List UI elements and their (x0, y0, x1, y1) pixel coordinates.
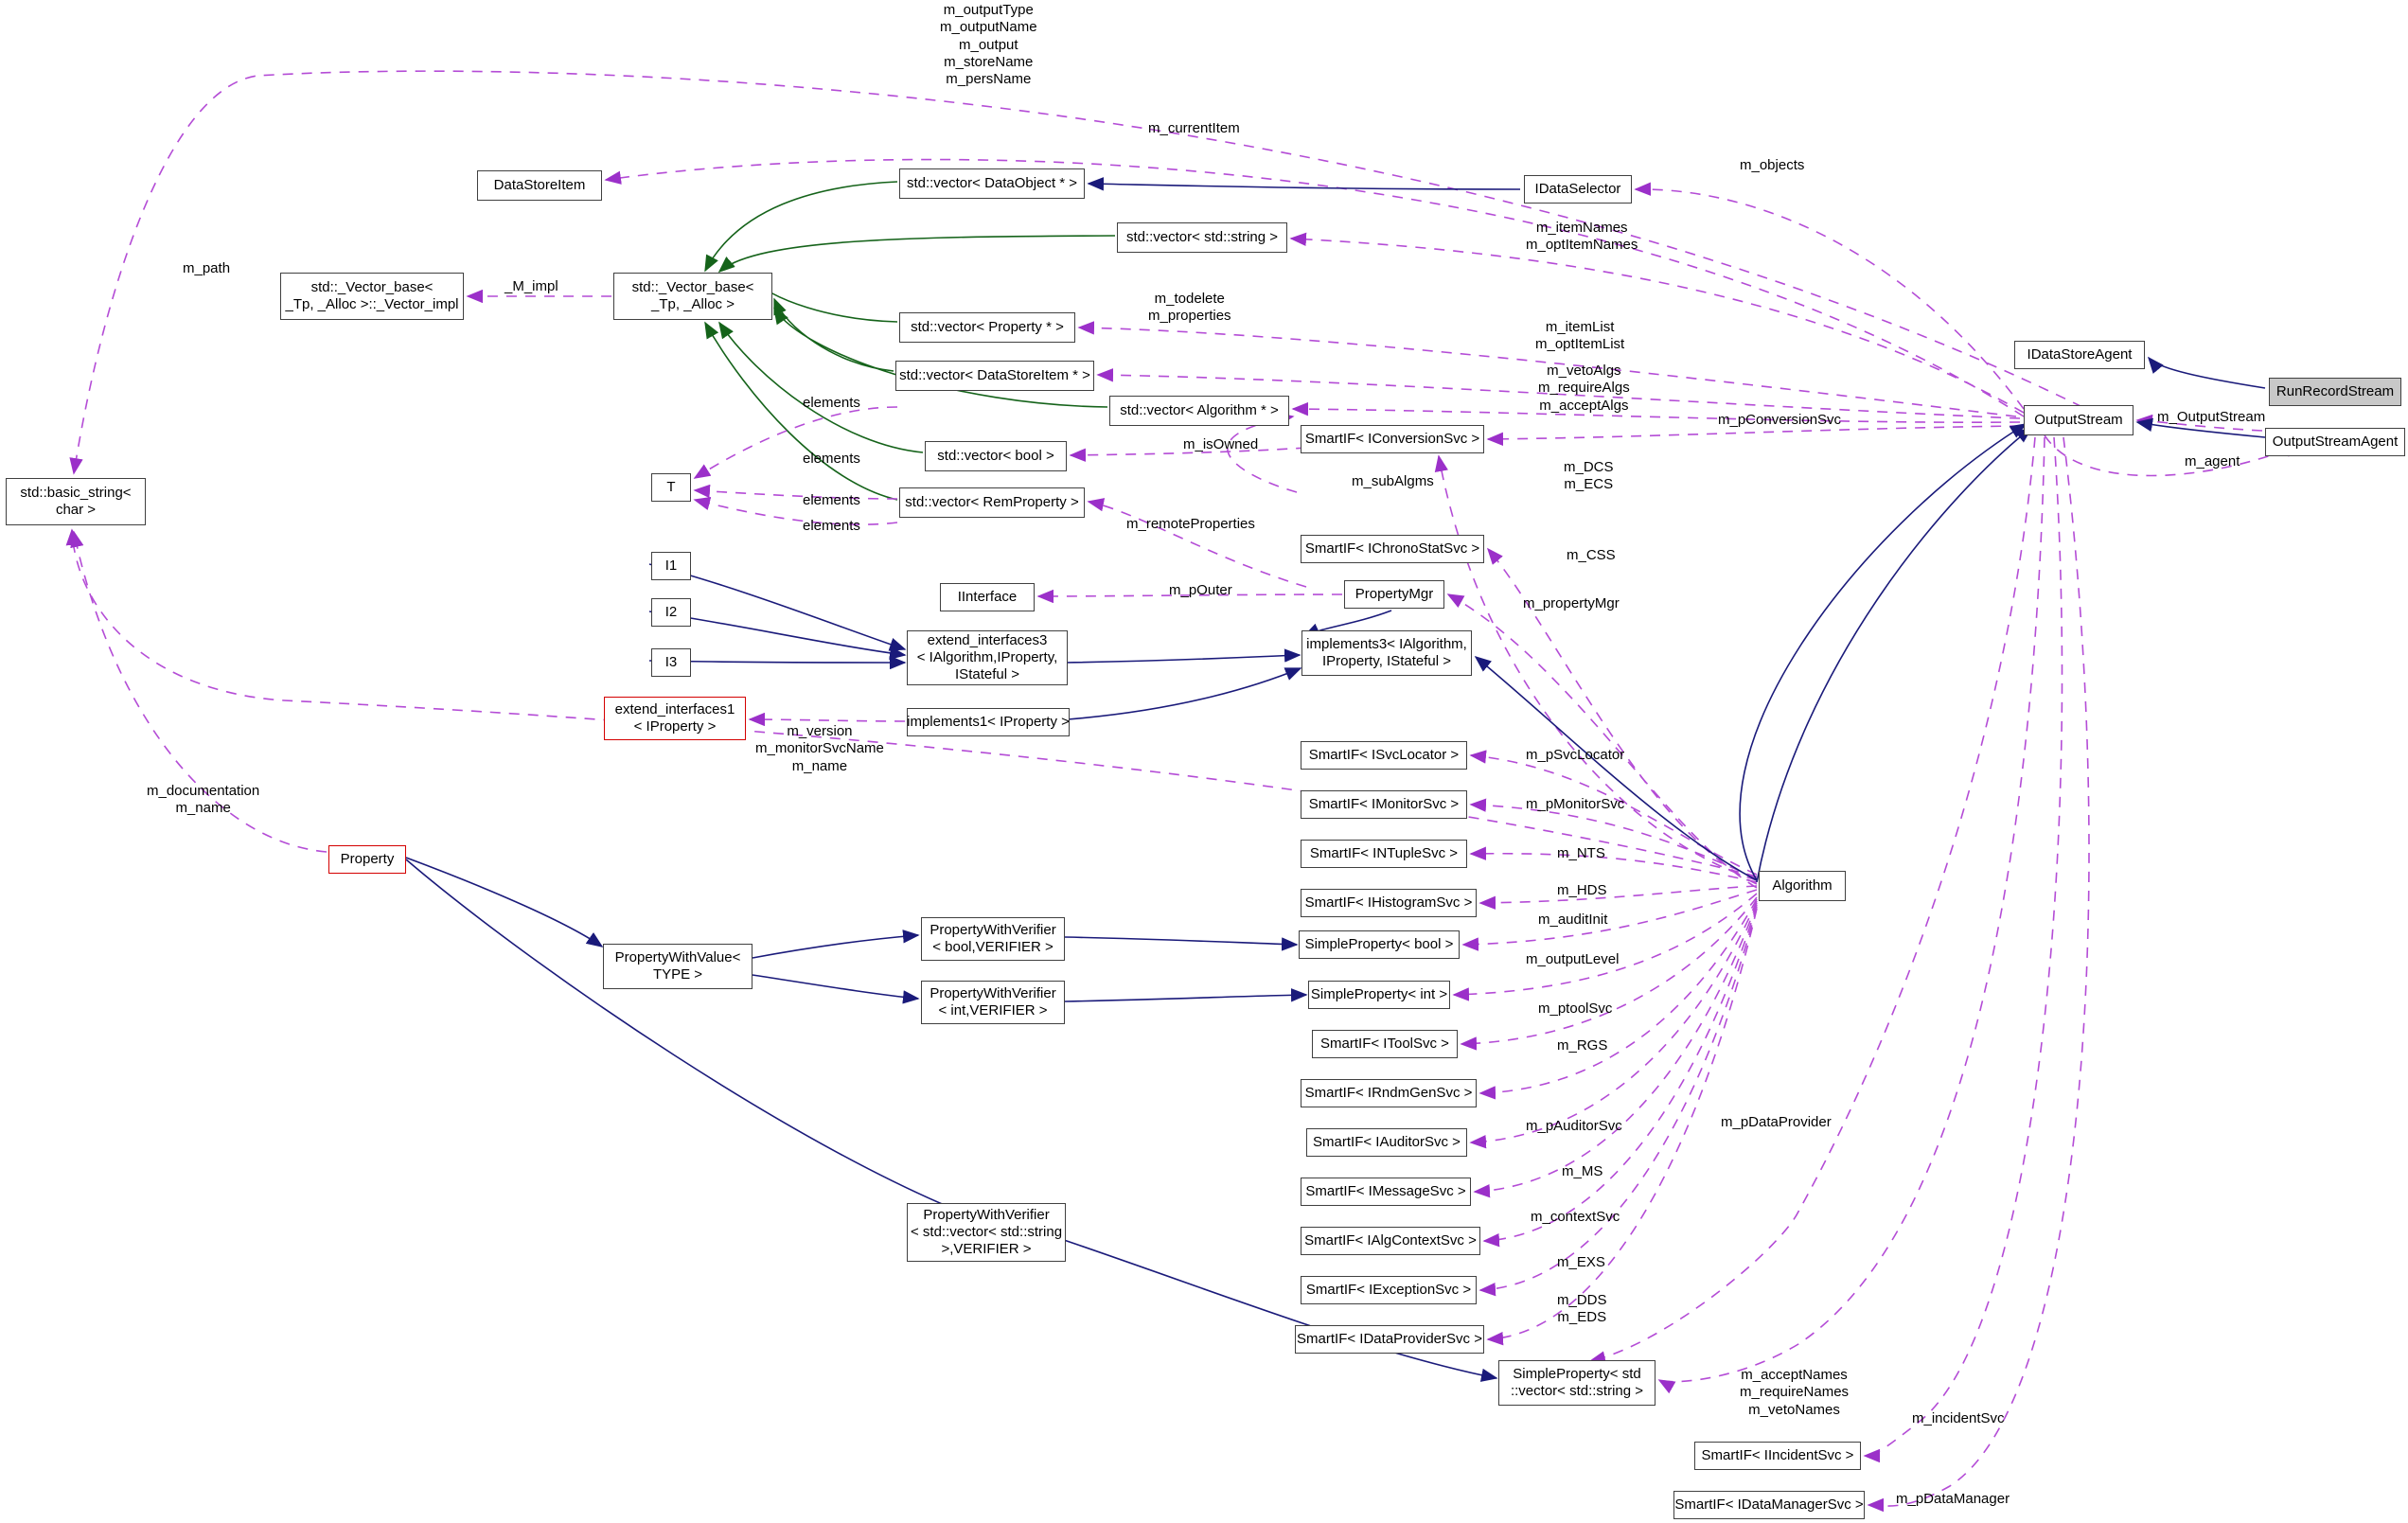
class-node-simpleprop_bool[interactable]: SimpleProperty< bool > (1299, 930, 1460, 959)
class-node-basic_string[interactable]: std::basic_string< char > (6, 478, 146, 525)
inheritance-edges (405, 177, 2266, 1382)
class-node-simpleprop_int[interactable]: SimpleProperty< int > (1308, 981, 1450, 1009)
class-node-smartif_ichronostatsvc[interactable]: SmartIF< IChronoStatSvc > (1301, 535, 1484, 563)
class-node-vec_dataobject[interactable]: std::vector< DataObject * > (899, 168, 1085, 199)
class-node-vec_bool[interactable]: std::vector< bool > (925, 441, 1067, 471)
edge-label-lbl_mimpl: _M_impl (505, 278, 558, 294)
class-node-iinterface[interactable]: IInterface (940, 583, 1035, 611)
edge-label-lbl_isowned: m_isOwned (1183, 436, 1259, 452)
edge-label-lbl_remoteproperties: m_remoteProperties (1126, 516, 1255, 532)
edge-label-lbl_itemnames: m_itemNames m_optItemNames (1526, 220, 1638, 254)
class-node-I3[interactable]: I3 (651, 648, 691, 677)
class-node-runrecordstream[interactable]: RunRecordStream (2269, 378, 2401, 406)
edge-label-lbl_propertymgr: m_propertyMgr (1523, 595, 1620, 611)
edge-label-lbl_elements3: elements (803, 492, 860, 508)
class-node-vector_base[interactable]: std::_Vector_base< _Tp, _Alloc > (613, 273, 772, 320)
class-node-outputstreamagent[interactable]: OutputStreamAgent (2265, 428, 2405, 456)
edge-label-lbl_hds: m_HDS (1557, 882, 1607, 898)
edge-label-lbl_css: m_CSS (1567, 547, 1616, 563)
class-node-idatastoreagent[interactable]: IDataStoreAgent (2014, 341, 2145, 369)
edge-label-lbl_dcs_ecs: m_DCS m_ECS (1564, 459, 1614, 493)
edge-label-lbl_outputs: m_outputType m_outputName m_output m_sto… (940, 2, 1037, 88)
class-node-vec_algorithm[interactable]: std::vector< Algorithm * > (1109, 396, 1289, 426)
class-node-datastoreitem[interactable]: DataStoreItem (477, 170, 602, 201)
edge-label-lbl_itemlist: m_itemList m_optItemList (1535, 319, 1625, 353)
edge-label-lbl_nts: m_NTS (1557, 845, 1605, 861)
class-node-property[interactable]: Property (328, 845, 406, 874)
edge-label-lbl_vetoalgs: m_vetoAlgs m_requireAlgs m_acceptAlgs (1538, 363, 1630, 414)
class-node-smartif_intuplesvc[interactable]: SmartIF< INTupleSvc > (1301, 840, 1467, 868)
edge-label-lbl_contextsvc: m_contextSvc (1531, 1209, 1620, 1225)
class-node-extend_interfaces1[interactable]: extend_interfaces1 < IProperty > (604, 697, 746, 740)
class-node-propertywithvalue[interactable]: PropertyWithValue< TYPE > (603, 944, 752, 989)
class-node-smartif_ihistogramsvc[interactable]: SmartIF< IHistogramSvc > (1301, 889, 1477, 917)
edge-label-lbl_outputstream2: m_OutputStream (2157, 409, 2266, 425)
class-node-smartif_iconversionsvc[interactable]: SmartIF< IConversionSvc > (1301, 425, 1484, 453)
edge-label-lbl_pauditorsvc: m_pAuditorSvc (1526, 1118, 1622, 1134)
edge-label-lbl_ptoolsvc: m_ptoolSvc (1538, 1001, 1613, 1017)
edge-label-lbl_outputlevel: m_outputLevel (1526, 951, 1620, 967)
class-node-I2[interactable]: I2 (651, 598, 691, 627)
edge-label-lbl_ms: m_MS (1562, 1163, 1603, 1179)
edge-label-lbl_rgs: m_RGS (1557, 1037, 1608, 1054)
edge-label-lbl_elements4: elements (803, 518, 860, 534)
edge-label-lbl_pdataprovider: m_pDataProvider (1721, 1114, 1832, 1130)
class-node-smartif_imonitorsvc[interactable]: SmartIF< IMonitorSvc > (1301, 790, 1467, 819)
class-node-outputstream[interactable]: OutputStream (2024, 405, 2134, 435)
class-node-smartif_idatamanagersvc[interactable]: SmartIF< IDataManagerSvc > (1673, 1491, 1865, 1519)
class-node-implements3[interactable]: implements3< IAlgorithm, IProperty, ISta… (1301, 630, 1472, 676)
edge-label-lbl_pconversionsvc: m_pConversionSvc (1718, 412, 1842, 428)
edge-label-lbl_subalgms: m_subAlgms (1352, 473, 1434, 489)
class-node-vector_impl[interactable]: std::_Vector_base< _Tp, _Alloc >::_Vecto… (280, 273, 464, 320)
edge-label-lbl_pdatamanager: m_pDataManager (1896, 1491, 2010, 1507)
class-node-implements1[interactable]: implements1< IProperty > (907, 708, 1070, 736)
class-node-smartif_isvclocator[interactable]: SmartIF< ISvcLocator > (1301, 741, 1467, 770)
class-node-smartif_ialgcontextsvc[interactable]: SmartIF< IAlgContextSvc > (1301, 1227, 1480, 1255)
class-node-I1[interactable]: I1 (651, 552, 691, 580)
class-node-vec_property[interactable]: std::vector< Property * > (899, 312, 1075, 343)
edge-label-lbl_acceptnames: m_acceptNames m_requireNames m_vetoNames (1740, 1367, 1850, 1418)
edge-label-lbl_incidentsvc: m_incidentSvc (1912, 1410, 2005, 1426)
class-node-pwv_bool[interactable]: PropertyWithVerifier < bool,VERIFIER > (921, 917, 1065, 961)
class-node-extend_interfaces3[interactable]: extend_interfaces3 < IAlgorithm,IPropert… (907, 630, 1068, 685)
class-node-propertymgr[interactable]: PropertyMgr (1344, 580, 1444, 609)
edge-label-lbl_psvclocator: m_pSvcLocator (1526, 747, 1625, 763)
edge-label-lbl_dds_eds: m_DDS m_EDS (1557, 1292, 1607, 1326)
class-node-smartif_imessagesvc[interactable]: SmartIF< IMessageSvc > (1301, 1178, 1471, 1206)
edge-label-lbl_elements2: elements (803, 451, 860, 467)
edge-label-lbl_agent: m_agent (2185, 453, 2240, 469)
class-node-simpleprop_vecstring[interactable]: SimpleProperty< std ::vector< std::strin… (1498, 1360, 1656, 1406)
class-node-algorithm[interactable]: Algorithm (1759, 871, 1846, 901)
class-node-smartif_idataprovidersvc[interactable]: SmartIF< IDataProviderSvc > (1295, 1325, 1484, 1354)
edge-label-lbl_documentation: m_documentation m_name (147, 783, 260, 817)
class-node-pwv_vecstring[interactable]: PropertyWithVerifier < std::vector< std:… (907, 1203, 1066, 1262)
class-node-vec_remproperty[interactable]: std::vector< RemProperty > (899, 487, 1085, 518)
edge-label-lbl_version: m_version m_monitorSvcName m_name (755, 723, 884, 774)
edge-label-lbl_elements1: elements (803, 395, 860, 411)
class-node-T[interactable]: T (651, 473, 691, 502)
class-node-idataselector[interactable]: IDataSelector (1524, 175, 1632, 204)
edge-label-lbl_objects: m_objects (1740, 157, 1805, 173)
class-node-smartif_iexceptionsvc[interactable]: SmartIF< IExceptionSvc > (1301, 1276, 1477, 1304)
edge-label-lbl_exs: m_EXS (1557, 1254, 1605, 1270)
class-node-pwv_int[interactable]: PropertyWithVerifier < int,VERIFIER > (921, 981, 1065, 1024)
edge-label-lbl_auditinit: m_auditInit (1538, 912, 1608, 928)
class-node-smartif_irndmgensvc[interactable]: SmartIF< IRndmGenSvc > (1301, 1079, 1477, 1107)
class-node-vec_datastoreitem[interactable]: std::vector< DataStoreItem * > (895, 361, 1094, 391)
edge-label-lbl_pmonitorsvc: m_pMonitorSvc (1526, 796, 1625, 812)
class-node-vec_string[interactable]: std::vector< std::string > (1117, 222, 1287, 253)
class-node-smartif_iauditorsvc[interactable]: SmartIF< IAuditorSvc > (1306, 1128, 1467, 1157)
edge-label-lbl_currentitem: m_currentItem (1148, 120, 1240, 136)
edge-label-lbl_path: m_path (183, 260, 231, 276)
class-node-smartif_iincidentsvc[interactable]: SmartIF< IIncidentSvc > (1694, 1442, 1861, 1470)
edge-label-lbl_todelete: m_todelete m_properties (1148, 291, 1231, 325)
edge-label-lbl_pouter: m_pOuter (1169, 582, 1232, 598)
class-node-smartif_itoolsvc[interactable]: SmartIF< IToolSvc > (1312, 1030, 1458, 1058)
